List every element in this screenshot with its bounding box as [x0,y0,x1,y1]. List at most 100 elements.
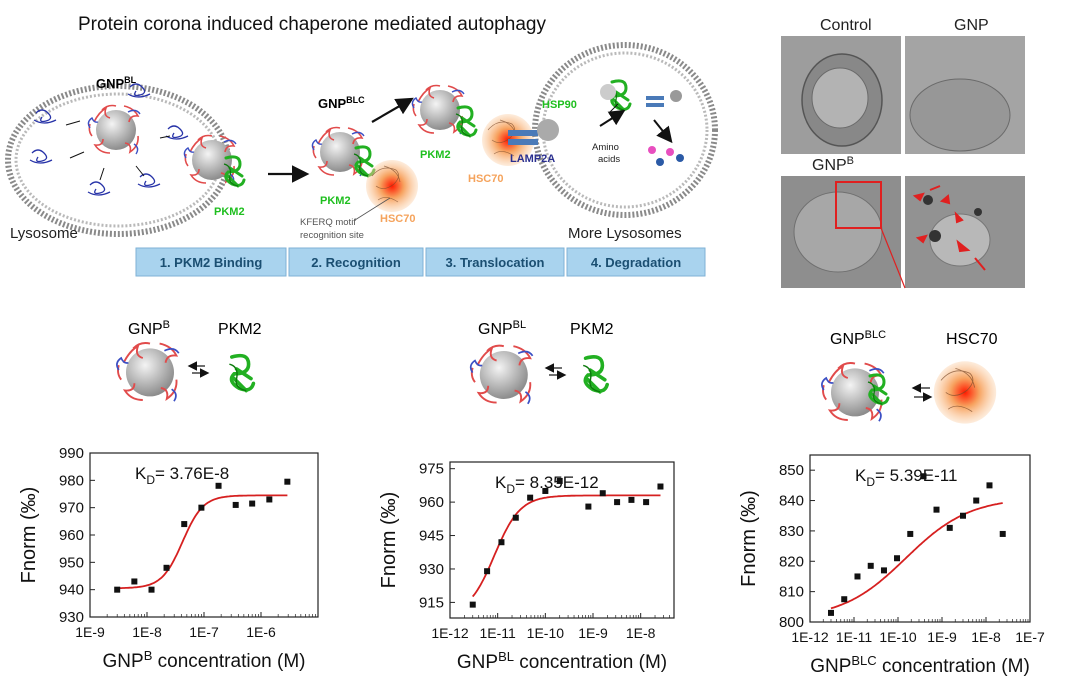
y-tick-label: 915 [419,594,444,611]
x-axis-label: GNPBL concentration (M) [457,649,667,673]
pkm2-label-3: PKM2 [420,149,451,161]
x-tick-label: 1E-11 [836,629,873,645]
y-tick-label: 970 [59,500,84,517]
fit-curve [830,502,1003,610]
data-point [284,478,291,485]
data-point [114,586,121,593]
data-point [484,568,491,575]
data-point [933,506,940,513]
x-tick-label: 1E-7 [189,624,219,640]
data-point [585,503,592,510]
kd-label: KD= 8.35E-12 [495,473,599,496]
step-2: 2. Recognition [311,255,401,270]
data-point [181,521,188,528]
y-tick-label: 850 [779,462,804,479]
step-1: 1. PKM2 Binding [160,255,263,270]
y-tick-label: 930 [59,609,84,626]
data-point [215,482,222,489]
lysosome-right [508,42,718,218]
em-panel: Control GNP GNPB [781,17,1025,289]
data-point [198,504,205,511]
kferq-label-2: recognition site [300,230,364,241]
y-tick-label: 820 [779,553,804,570]
data-point [999,530,1006,537]
hsc70-icon [365,159,419,213]
y-tick-label: 945 [419,528,444,545]
em-label-gnp: GNP [954,17,989,34]
pkm2-label-1: PKM2 [214,206,245,218]
data-point [973,497,980,504]
pair1-ligand: GNPB [128,319,170,338]
data-point [266,496,273,503]
pkm2-label-2: PKM2 [320,195,351,207]
data-point [469,601,476,608]
x-tick-label: 1E-11 [480,625,517,641]
data-point [894,555,901,562]
data-point [946,524,953,531]
y-tick-label: 975 [419,461,444,478]
data-point [867,562,874,569]
plot-frame [449,461,675,619]
gnp-blc-label: GNPBLC [318,95,365,111]
y-tick-label: 830 [779,523,804,540]
binding-pair-1: GNPB PKM2 [115,319,262,403]
y-tick-label: 950 [59,554,84,571]
data-point [657,483,664,490]
x-tick-label: 1E-9 [578,625,608,641]
x-axis-label: GNPBLC concentration (M) [810,653,1030,677]
pair2-target: PKM2 [570,321,614,338]
em-label-gnpb: GNPB [812,155,854,174]
pair3-target: HSC70 [946,331,998,348]
y-tick-label: 840 [779,493,804,510]
data-point [643,499,650,506]
x-tick-label: 1E-6 [246,624,276,640]
figure-title: Protein corona induced chaperone mediate… [78,14,546,35]
kd-label: KD= 5.39E-11 [855,466,957,489]
x-tick-label: 1E-9 [75,624,105,640]
y-tick-label: 960 [419,494,444,511]
data-point [527,494,534,501]
data-point [542,487,549,494]
lamp2a-label: LAMP2A [510,153,555,165]
x-tick-label: 1E-12 [431,625,469,641]
y-tick-label: 810 [779,584,804,601]
data-point [512,514,519,521]
step-boxes: 1. PKM2 Binding 2. Recognition 3. Transl… [135,247,706,277]
more-lysosomes-label: More Lysosomes [568,225,682,242]
data-point [959,512,966,519]
y-axis-label: Fnorm (‰) [738,490,760,587]
x-tick-label: 1E-8 [132,624,162,640]
binding-pair-2: GNPBL PKM2 [469,319,614,405]
data-point [628,496,635,503]
hsc70-label-2: HSC70 [468,173,503,185]
amino-label-1: Amino [592,142,619,153]
x-tick-label: 1E-10 [879,629,917,645]
y-tick-label: 930 [419,561,444,578]
data-point [131,578,138,585]
fit-curve [471,494,661,598]
data-point [599,490,606,497]
x-tick-label: 1E-12 [791,629,829,645]
data-point [907,530,914,537]
data-point [148,586,155,593]
data-point [986,482,993,489]
binding-pair-3: GNPBLC HSC70 [820,329,998,425]
y-tick-label: 960 [59,527,84,544]
x-tick-label: 1E-7 [1015,629,1045,645]
y-tick-label: 800 [779,614,804,631]
x-tick-label: 1E-8 [971,629,1001,645]
pair3-ligand: GNPBLC [830,329,886,348]
arrow-2 [371,97,414,123]
data-point [249,500,256,507]
y-axis-label: Fnorm (‰) [378,492,400,589]
x-tick-label: 1E-8 [626,625,656,641]
kd-label: KD= 3.76E-8 [135,464,229,487]
kferq-label-1: KFERQ motif [300,217,356,228]
em-label-control: Control [820,17,872,34]
hsc70-label-1: HSC70 [380,213,415,225]
pair1-target: PKM2 [218,321,262,338]
plot-frame [809,454,1031,623]
